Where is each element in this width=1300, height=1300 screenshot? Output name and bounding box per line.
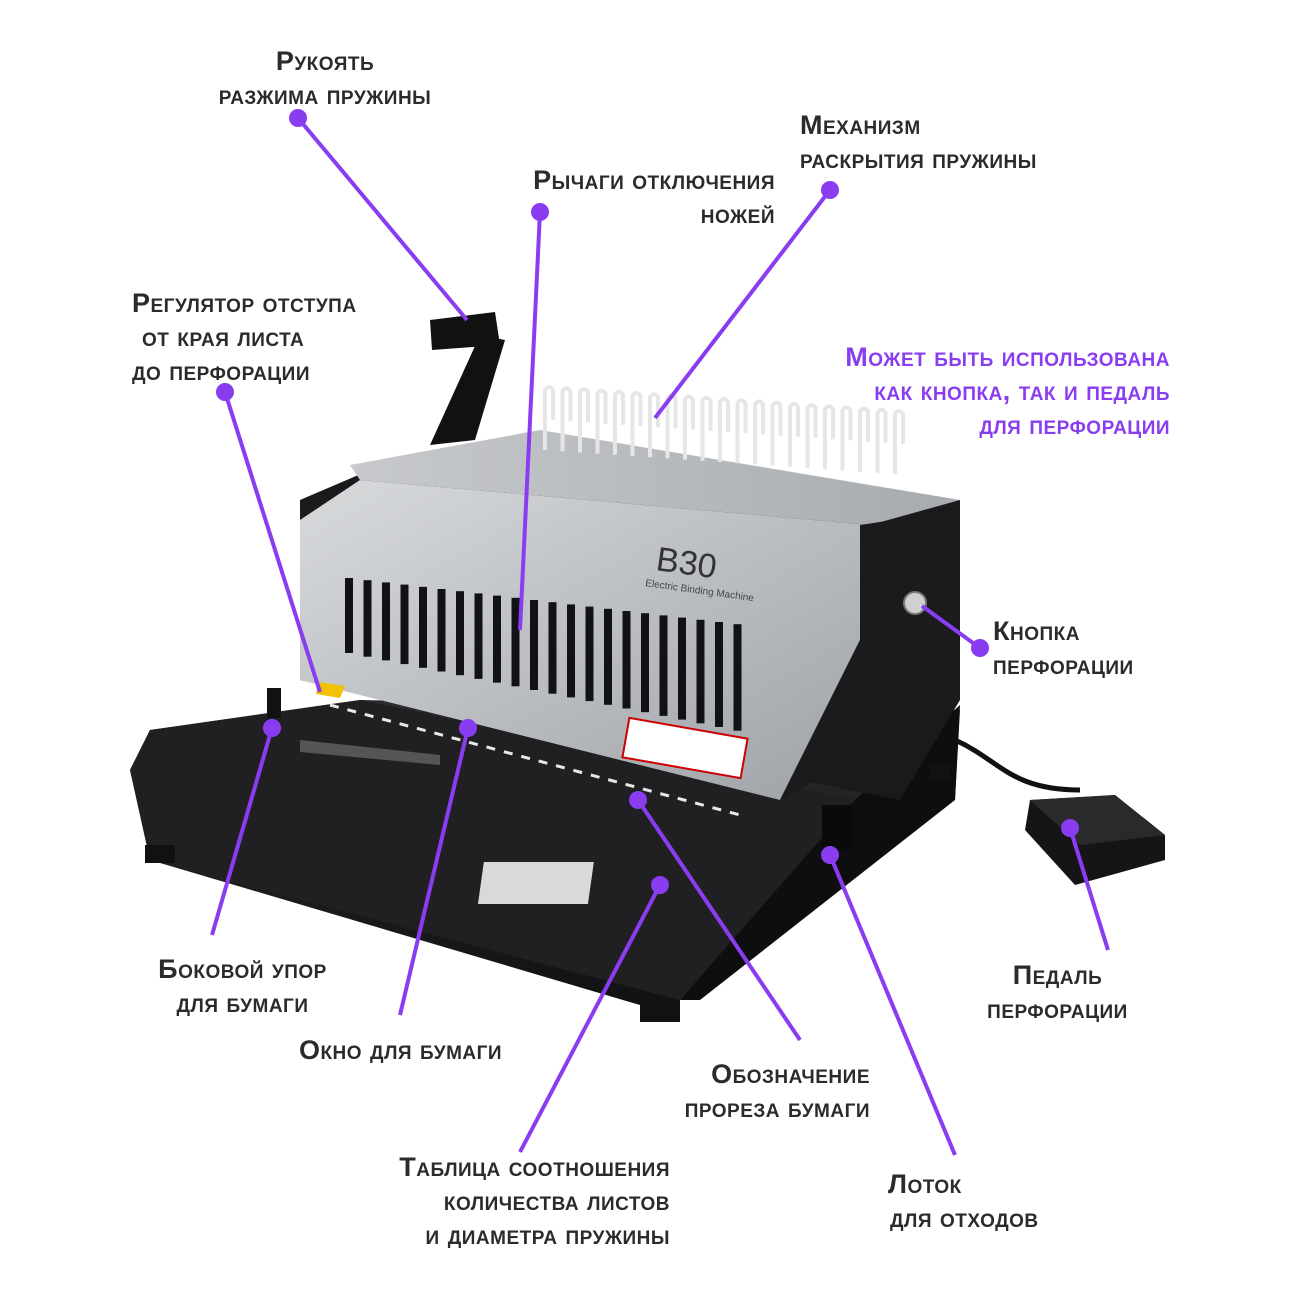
callout-margin-regulator <box>223 391 322 693</box>
knife-slot <box>419 586 427 668</box>
sheet-table-sticker <box>477 862 594 904</box>
label-side-stop: Боковой упор для бумаги <box>158 954 327 1018</box>
knife-slot <box>456 591 464 676</box>
comb-tooth <box>578 387 590 453</box>
callout-paper-window <box>398 727 470 1016</box>
label-opening-mechanism: Механизм раскрытия пружины <box>800 110 1037 174</box>
knife-slot <box>659 615 668 716</box>
label-waste-tray: Лоток для отходов <box>888 1169 1039 1233</box>
comb-tooth <box>665 393 678 459</box>
callout-slot-mark-dot <box>629 791 647 809</box>
comb-tooth <box>858 406 870 472</box>
comb-tooth <box>718 397 730 462</box>
note-button-or-pedal: Может быть использована как кнопка, так … <box>845 342 1170 440</box>
warning-sticker <box>621 716 749 780</box>
yellow-sticker <box>316 682 345 698</box>
label-handle: Рукоять разжима пружины <box>218 46 432 110</box>
callout-sheet-table <box>518 884 662 1153</box>
callout-opening-mechanism-dot <box>821 181 839 199</box>
comb-tooth <box>823 404 835 470</box>
callout-side-stop-dot <box>263 719 281 737</box>
label-paper-window: Окно для бумаги <box>298 1035 503 1065</box>
callout-opening-mechanism <box>653 188 832 420</box>
comb-tooth <box>840 405 853 471</box>
knife-slot <box>530 600 538 690</box>
punch-button-knob <box>903 591 927 615</box>
label-punch-button: Кнопка перфорации <box>993 616 1134 680</box>
comb-tooth <box>875 407 888 473</box>
comb-tooth <box>700 395 713 461</box>
callout-paper-window-dot <box>459 719 477 737</box>
callout-pedal <box>1068 827 1110 951</box>
knife-slot <box>604 608 612 705</box>
binding-comb-teeth <box>543 385 905 474</box>
comb-tooth <box>543 385 555 450</box>
comb-tooth <box>788 401 800 467</box>
knife-slot <box>382 582 390 661</box>
comb-tooth <box>630 391 643 456</box>
callout-waste-tray <box>828 854 957 1156</box>
spring-handle <box>430 312 505 445</box>
pedal-cable <box>953 737 1081 793</box>
callout-slot-mark <box>636 798 802 1042</box>
callout-side-stop <box>210 727 274 936</box>
waste-tray-handle <box>822 805 852 850</box>
knife-lever-slots <box>345 578 742 731</box>
paper-slot <box>300 740 440 765</box>
knife-slot <box>511 597 520 687</box>
callout-knife-levers <box>518 211 542 631</box>
callout-punch-button-dot <box>971 639 989 657</box>
knife-slot <box>437 589 446 672</box>
callout-waste-tray-dot <box>821 846 839 864</box>
callout-margin-regulator-dot <box>216 383 234 401</box>
label-slot-mark: Обозначение прореза бумаги <box>684 1059 870 1123</box>
comb-tooth <box>560 386 573 452</box>
callout-sheet-table-dot <box>651 876 669 894</box>
knife-slot <box>493 595 501 683</box>
knife-slot <box>567 604 575 698</box>
comb-tooth <box>770 400 783 466</box>
knife-slot <box>585 606 594 702</box>
callout-punch-button <box>920 604 982 650</box>
comb-tooth <box>648 392 660 458</box>
callout-handle-dot <box>289 109 307 127</box>
comb-tooth <box>805 403 818 468</box>
knife-slot <box>400 584 409 665</box>
comb-tooth <box>613 389 625 455</box>
comb-tooth <box>893 409 905 474</box>
knife-slot <box>622 611 631 709</box>
knife-slot <box>696 619 705 724</box>
comb-tooth <box>735 398 748 464</box>
knife-slot <box>678 617 686 720</box>
comb-tooth <box>753 399 765 465</box>
label-sheet-table: Таблица соотношения количества листов и … <box>399 1152 670 1250</box>
knife-slot <box>641 613 649 713</box>
label-knife-levers: Рычаги отключения ножей <box>533 165 775 229</box>
side-stop-knob <box>267 688 281 718</box>
label-margin-regulator: Регулятор отступа от края листа до перфо… <box>132 288 357 386</box>
knife-slot <box>733 624 742 731</box>
callout-pedal-dot <box>1061 819 1079 837</box>
callout-knife-levers-dot <box>531 203 549 221</box>
comb-tooth <box>595 388 608 454</box>
model-text: B30 <box>654 540 719 586</box>
callout-handle <box>296 116 469 322</box>
knife-slot <box>548 602 557 694</box>
label-pedal: Педаль перфорации <box>987 960 1128 1024</box>
knife-slot <box>715 622 723 727</box>
comb-tooth <box>683 394 695 460</box>
knife-slot <box>363 580 372 657</box>
foot-pedal <box>1025 795 1165 885</box>
knife-slot <box>345 578 353 653</box>
knife-slot <box>474 593 483 679</box>
